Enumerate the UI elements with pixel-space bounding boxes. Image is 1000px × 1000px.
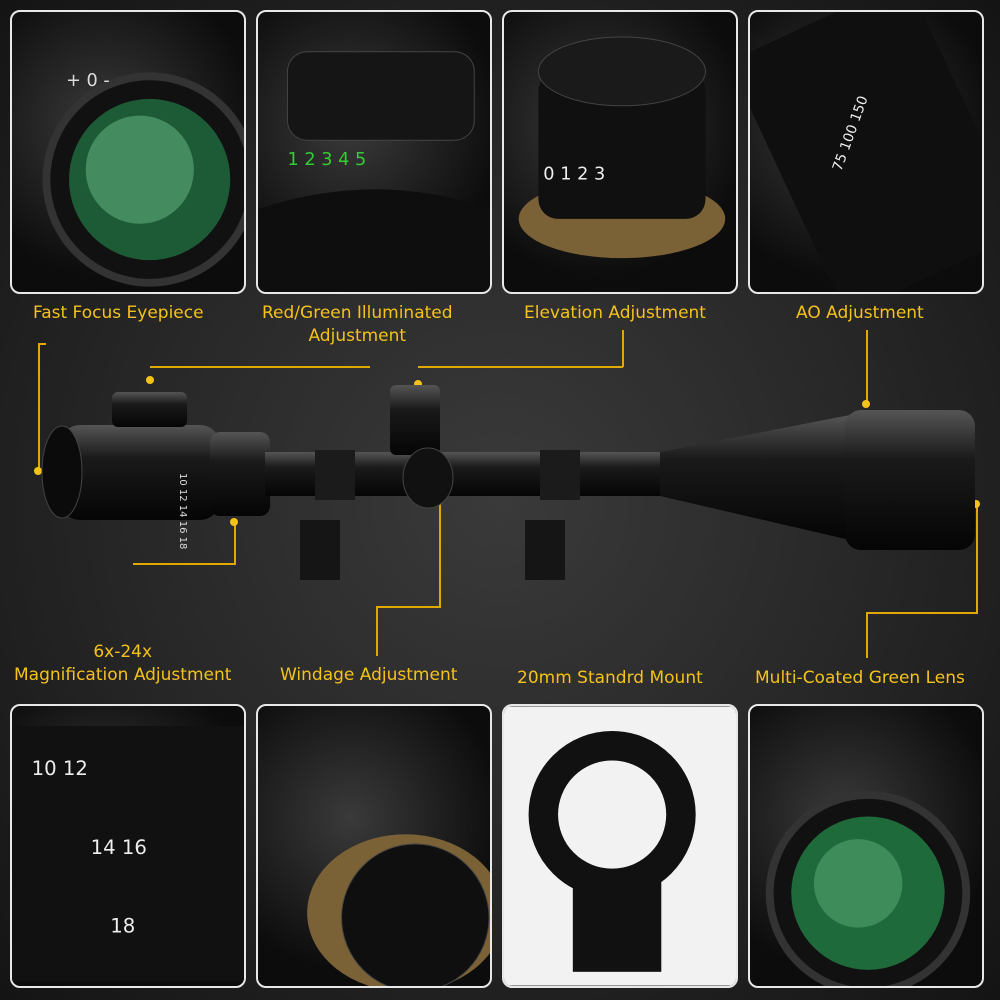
leader-line <box>376 606 440 608</box>
leader-line <box>866 612 978 614</box>
marker-dot <box>34 467 42 475</box>
marker-dot <box>230 518 238 526</box>
svg-text:18: 18 <box>110 915 135 938</box>
elevation-turret-photo: 0 1 2 3 <box>502 10 738 294</box>
svg-text:1 2 3 4 5: 1 2 3 4 5 <box>287 150 366 170</box>
scope-mount-photo <box>502 704 738 988</box>
label-elevation: Elevation Adjustment <box>524 303 706 323</box>
leader-line <box>866 330 868 405</box>
leader-line <box>38 343 46 345</box>
label-windage: Windage Adjustment <box>280 665 458 685</box>
svg-text:10 12: 10 12 <box>32 757 88 780</box>
leader-line <box>133 563 236 565</box>
leader-line <box>234 525 236 565</box>
svg-text:0 1 2 3: 0 1 2 3 <box>543 165 605 185</box>
leader-line <box>38 343 40 471</box>
marker-dot <box>146 376 154 384</box>
leader-line <box>976 505 978 613</box>
leader-line <box>376 606 378 656</box>
svg-text:+ 0 -: + 0 - <box>66 71 110 91</box>
leader-line <box>866 612 868 658</box>
svg-text:14 16: 14 16 <box>91 836 147 859</box>
leader-line <box>622 330 624 367</box>
label-magnification-line2: Magnification Adjustment <box>14 665 232 685</box>
svg-text:10 12 14 16 18: 10 12 14 16 18 <box>177 473 188 549</box>
marker-dot <box>972 500 980 508</box>
label-magnification-line1: 6x-24x <box>93 642 153 662</box>
objective-lens-photo <box>748 704 984 988</box>
magnification-ring-photo: 10 12 14 16 18 <box>10 704 246 988</box>
ao-adjustment-photo: 75 100 150 <box>748 10 984 294</box>
leader-line <box>150 366 370 368</box>
rifle-scope-photo: 10 12 14 16 18 <box>41 385 975 580</box>
label-illuminated-line2: Adjustment <box>308 326 407 346</box>
windage-turret-photo <box>256 704 492 988</box>
label-mount: 20mm Standrd Mount <box>517 668 703 688</box>
eyepiece-closeup-photo: + 0 - <box>10 10 246 294</box>
label-illuminated-line1: Red/Green Illuminated <box>262 303 453 323</box>
label-lens: Multi-Coated Green Lens <box>755 668 965 688</box>
label-eyepiece: Fast Focus Eyepiece <box>33 303 204 323</box>
label-ao: AO Adjustment <box>796 303 924 323</box>
illumination-knob-photo: 1 2 3 4 5 <box>256 10 492 294</box>
marker-dot <box>414 380 422 388</box>
leader-line <box>418 366 623 368</box>
leader-line <box>439 500 441 608</box>
marker-dot <box>862 400 870 408</box>
